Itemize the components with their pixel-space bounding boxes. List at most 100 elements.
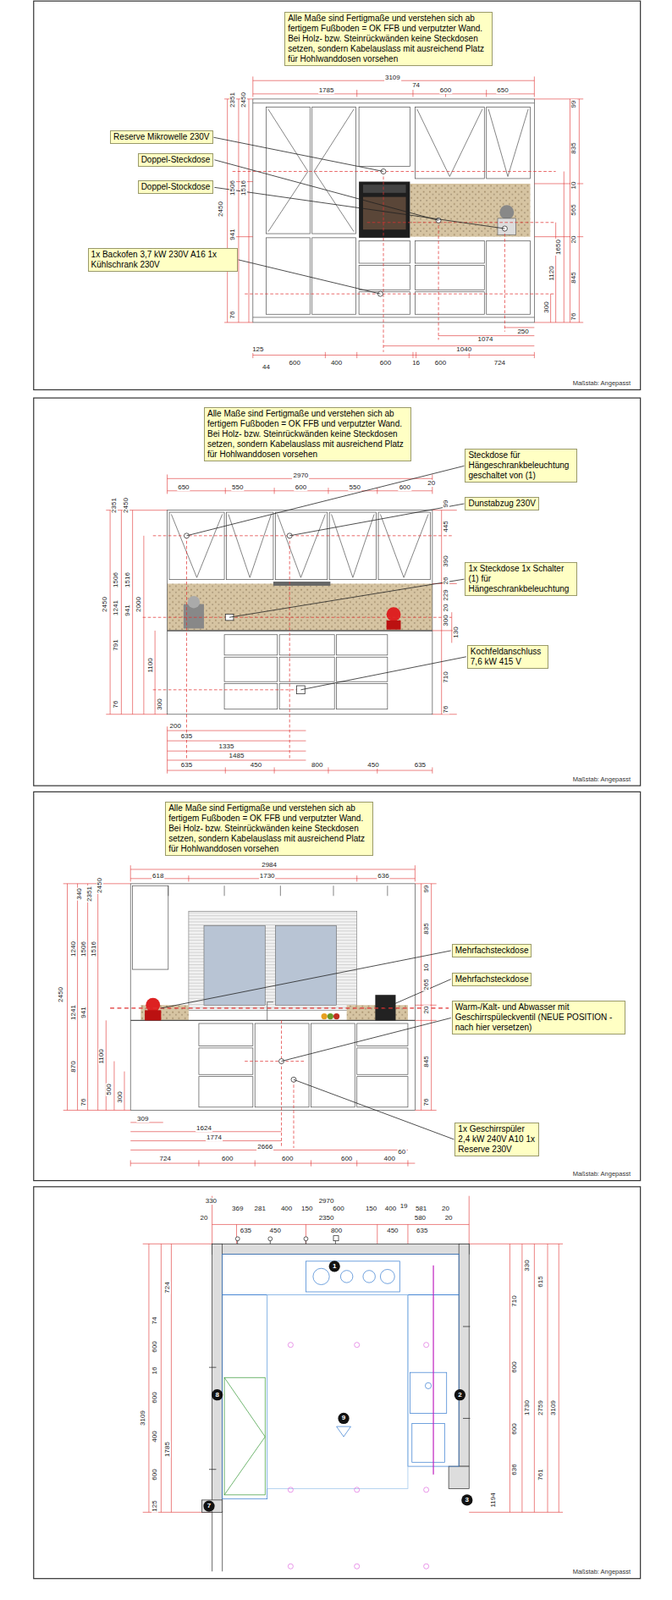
callout-box: Dunstabzug 230V (464, 496, 540, 511)
dimension-label: 2970 (318, 1197, 336, 1205)
dimension-label: 1241 (112, 599, 120, 617)
dimension-label: 635 (180, 732, 193, 740)
dimension-label: 800 (330, 1227, 343, 1234)
dimension-label: 650 (495, 87, 509, 94)
scale-note: Maßstab: Angepasst (572, 776, 632, 783)
dimension-label: 19 (399, 1202, 409, 1210)
dimension-label: 340 (76, 886, 83, 900)
dimension-label: 600 (294, 484, 308, 491)
dimension-label: 3109 (139, 1410, 147, 1427)
dimension-label: 600 (439, 87, 452, 94)
callout-number: 7 (207, 1502, 211, 1510)
dimension-label: 600 (511, 1360, 518, 1373)
dimension-label: 2351 (110, 496, 118, 514)
dimension-label: 2759 (537, 1399, 545, 1416)
dimension-label: 450 (385, 1227, 399, 1234)
callout-number: 8 (214, 1391, 219, 1399)
dimension-label: 1120 (548, 264, 556, 281)
callout-number: 3 (465, 1496, 469, 1504)
dimension-label: 835 (423, 921, 430, 935)
callout-box: Steckdose für Hängeschrankbeleuchtung ge… (464, 448, 578, 483)
dimension-label: 650 (176, 484, 190, 491)
dimension-label: 150 (300, 1205, 314, 1212)
dimension-label: 550 (231, 484, 244, 491)
callout-text: Reserve Mikrowelle 230V (113, 132, 210, 143)
dimension-label: 20 (442, 603, 450, 613)
dimension-label: 2450 (217, 200, 225, 218)
dimension-label: 615 (537, 1274, 545, 1288)
dimension-label: 200 (169, 722, 182, 730)
dimension-label: 150 (364, 1205, 378, 1212)
callout-number: 2 (457, 1391, 462, 1399)
dimension-label: 300 (543, 300, 551, 314)
dimension-label: 76 (570, 311, 578, 321)
leader-line (293, 1079, 454, 1140)
dimension-label: 2350 (318, 1214, 336, 1222)
dimension-label: 20 (570, 235, 578, 245)
dimension-label: 835 (570, 141, 578, 155)
dimension-label: 125 (151, 1498, 159, 1512)
dimension-label: 450 (366, 761, 380, 769)
scale-note: Maßstab: Angepasst (572, 1569, 632, 1576)
callout-box: 1x Geschirrspüler 2,4 kW 240V A10 1x Res… (454, 1122, 540, 1157)
dimension-label: 635 (413, 761, 427, 769)
dimension-label: 1240 (70, 940, 78, 958)
dimension-label: 250 (516, 328, 529, 336)
callout-text: 1x Backofen 3,7 kW 230V A16 1x Kühlschra… (91, 249, 235, 270)
callout-box: Warm-/Kalt- und Abwasser mit Geschirrspü… (451, 1000, 626, 1035)
callout-box: Alle Maße sind Fertigmaße und verstehen … (284, 11, 493, 67)
dimension-label: 1774 (205, 1134, 223, 1141)
callout-box: Kochfeldanschluss 7,6 kW 415 V (467, 644, 549, 669)
dimension-label: 20 (199, 1214, 210, 1222)
dimension-label: 581 (414, 1205, 428, 1212)
callout-number: 1 (332, 1262, 336, 1270)
dimension-label: 710 (442, 671, 450, 684)
dimension-label: 1194 (490, 1491, 497, 1508)
dimension-label: 724 (158, 1155, 171, 1163)
callout-text: 1x Geschirrspüler 2,4 kW 240V A10 1x Res… (457, 1123, 536, 1155)
dimension-label: 300 (156, 697, 164, 711)
dimension-label: 2450 (96, 876, 104, 894)
dimension-label: 1506 (80, 940, 88, 958)
dimension-label: 450 (249, 761, 263, 769)
callout-text: Alle Maße sind Fertigmaße und verstehen … (168, 803, 370, 854)
dimension-label: 445 (442, 519, 450, 533)
dimension-label: 1730 (523, 1399, 531, 1416)
dimension-label: 1485 (228, 752, 246, 760)
dimension-label: 300 (442, 613, 450, 627)
dimension-label: 300 (116, 1090, 124, 1103)
dimension-label: 76 (442, 704, 450, 714)
dimension-label: 1785 (164, 1440, 171, 1458)
callout-text: Doppel-Steckdose (141, 154, 211, 166)
dimension-label: 125 (251, 346, 265, 353)
callout-text: Alle Maße sind Fertigmaße und verstehen … (207, 408, 408, 460)
leader-line (214, 159, 439, 221)
dimension-label: 99 (570, 99, 578, 109)
scale-note: Maßstab: Angepasst (572, 1171, 632, 1179)
callout-box: 1x Backofen 3,7 kW 230V A16 1x Kühlschra… (88, 247, 238, 272)
dimension-label: 1624 (195, 1124, 213, 1132)
callout-box: 1x Steckdose 1x Schalter (1) für Hängesc… (464, 561, 578, 596)
dimension-label: 600 (340, 1155, 353, 1163)
callout-box: Mehrfachsteckdose (451, 972, 533, 986)
dimension-label: 2351 (86, 885, 94, 903)
callout-number: 9 (341, 1414, 346, 1422)
dimension-label: 330 (523, 1258, 531, 1272)
dimension-label: 941 (229, 228, 237, 242)
dimension-label: 2450 (122, 496, 130, 514)
dimension-label: 3109 (550, 1399, 557, 1416)
dimension-label: 791 (112, 638, 120, 651)
dimension-label: 26 (442, 575, 450, 585)
dimension-label: 130 (452, 626, 460, 639)
dimension-label: 229 (442, 588, 450, 601)
dimension-label: 1785 (318, 87, 336, 94)
dimension-label: 600 (151, 1391, 159, 1405)
dimension-label: 550 (348, 484, 362, 491)
dimension-label: 390 (442, 554, 450, 568)
dimension-label: 1100 (98, 1047, 105, 1064)
dimension-label: 600 (331, 1205, 345, 1212)
dimension-label: 369 (231, 1205, 244, 1212)
dimension-label: 330 (204, 1197, 218, 1205)
dimension-label: 941 (80, 1005, 88, 1019)
dimension-label: 309 (136, 1115, 149, 1123)
